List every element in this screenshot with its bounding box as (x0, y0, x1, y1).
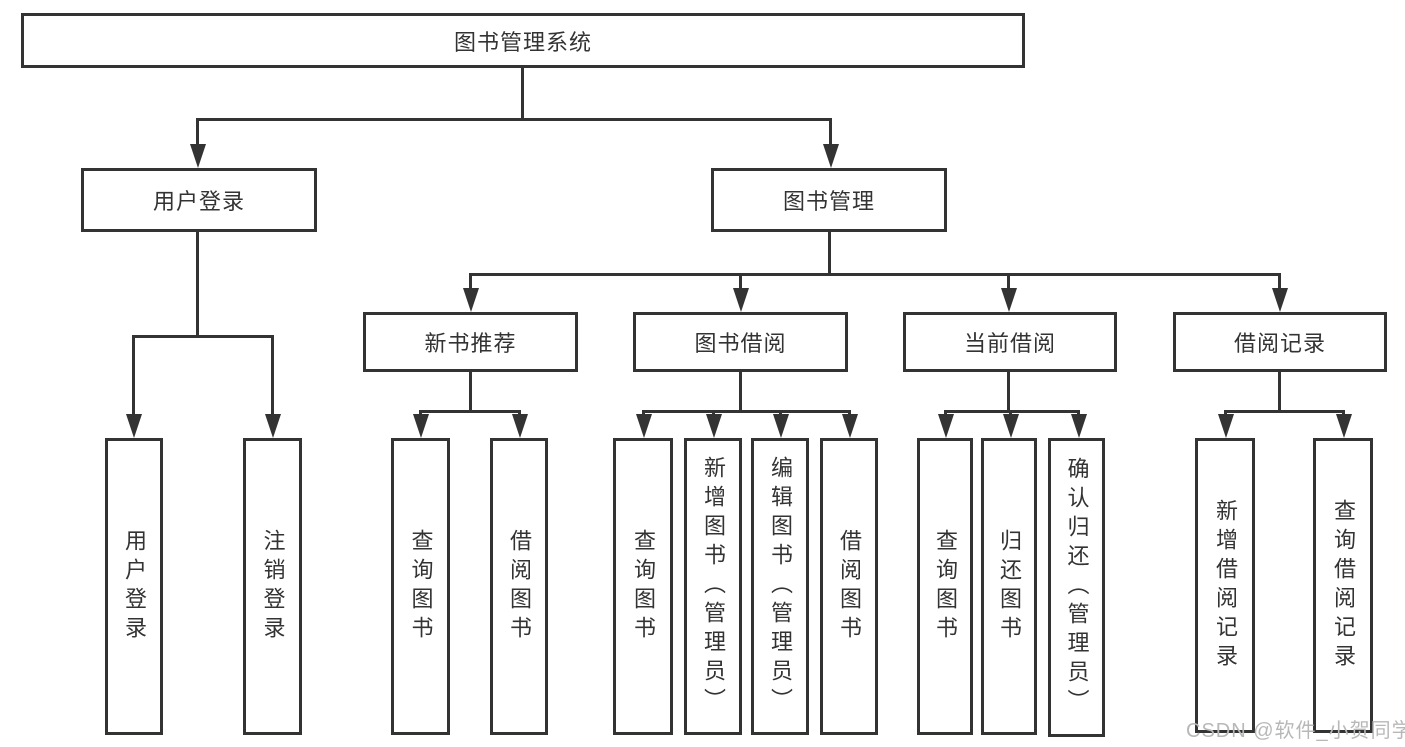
connector-line (132, 335, 274, 338)
node-root: 图书管理系统 (21, 13, 1025, 68)
arrow-down-icon (829, 120, 832, 144)
node-root-label: 图书管理系统 (453, 29, 592, 55)
arrow-down-icon (712, 412, 715, 414)
arrow-down-icon (1224, 412, 1227, 414)
leaf-label: 确认归还（管理员） (1064, 457, 1090, 718)
arrow-down-icon (419, 412, 422, 414)
node-book-borrow-label: 图书借阅 (694, 331, 787, 356)
node-user-login: 用户登录 (81, 168, 317, 232)
connector-line (521, 68, 524, 121)
connector-line (828, 232, 831, 276)
connector-line (419, 410, 521, 413)
leaf-query-books-recommend: 查询图书 (391, 438, 450, 735)
arrow-down-icon (779, 412, 782, 414)
arrow-down-icon (1077, 412, 1080, 414)
node-user-login-label: 用户登录 (152, 189, 245, 214)
connector-line (196, 232, 199, 338)
leaf-label: 新增图书（管理员） (701, 456, 726, 717)
leaf-label: 归还图书 (997, 528, 1022, 645)
leaf-label: 编辑图书（管理员） (768, 456, 793, 717)
connector-line (642, 410, 851, 413)
arrow-down-icon (944, 412, 947, 414)
leaf-label: 查询借阅记录 (1331, 498, 1356, 673)
leaf-user-login: 用户登录 (105, 438, 163, 735)
connector-line (196, 118, 832, 121)
leaf-label: 查询图书 (631, 528, 656, 645)
arrow-down-icon (196, 120, 199, 144)
arrow-down-icon (518, 412, 521, 414)
leaf-label: 用户登录 (122, 528, 147, 645)
leaf-label: 新增借阅记录 (1213, 498, 1238, 673)
watermark: CSDN @软件_小贺同学 (1186, 720, 1405, 742)
node-borrow-records: 借阅记录 (1173, 312, 1387, 372)
leaf-return-book: 归还图书 (981, 438, 1037, 735)
leaf-label: 查询图书 (408, 528, 434, 645)
arrow-down-icon (1007, 275, 1010, 288)
node-book-management: 图书管理 (711, 168, 947, 232)
leaf-add-book-admin: 新增图书（管理员） (684, 438, 742, 735)
connector-line (1007, 372, 1010, 413)
connector-line (1278, 372, 1281, 413)
leaf-label: 查询图书 (933, 528, 958, 645)
connector-line (469, 273, 1281, 276)
arrow-down-icon (1278, 275, 1281, 288)
connector-line (1224, 410, 1345, 413)
connector-line (739, 372, 742, 413)
arrow-down-icon (1342, 412, 1345, 414)
node-borrow-records-label: 借阅记录 (1233, 331, 1326, 356)
connector-line (944, 410, 1080, 413)
node-current-borrow: 当前借阅 (903, 312, 1117, 372)
node-current-borrow-label: 当前借阅 (963, 331, 1056, 356)
arrow-down-icon (271, 337, 274, 414)
leaf-borrow-books-2: 借阅图书 (820, 438, 878, 735)
leaf-label: 借阅图书 (507, 528, 532, 645)
arrow-down-icon (1009, 412, 1012, 414)
arrow-down-icon (642, 412, 645, 414)
connector-line (469, 372, 472, 413)
arrow-down-icon (848, 412, 851, 414)
arrow-down-icon (132, 337, 135, 414)
leaf-label: 注销登录 (260, 528, 286, 645)
leaf-confirm-return-admin: 确认归还（管理员） (1048, 438, 1105, 737)
leaf-edit-book-admin: 编辑图书（管理员） (751, 438, 809, 735)
node-new-book-recommend: 新书推荐 (363, 312, 578, 372)
leaf-query-borrow-record: 查询借阅记录 (1313, 438, 1373, 733)
leaf-borrow-books-recommend: 借阅图书 (490, 438, 548, 735)
arrow-down-icon (739, 275, 742, 288)
leaf-query-books-borrow: 查询图书 (613, 438, 673, 735)
node-book-borrow: 图书借阅 (633, 312, 848, 372)
leaf-logout: 注销登录 (243, 438, 302, 735)
leaf-label: 借阅图书 (837, 528, 862, 645)
leaf-add-borrow-record: 新增借阅记录 (1195, 438, 1255, 733)
leaf-query-books-current: 查询图书 (917, 438, 973, 735)
node-book-management-label: 图书管理 (782, 189, 875, 214)
arrow-down-icon (469, 275, 472, 288)
node-new-book-recommend-label: 新书推荐 (424, 331, 517, 356)
